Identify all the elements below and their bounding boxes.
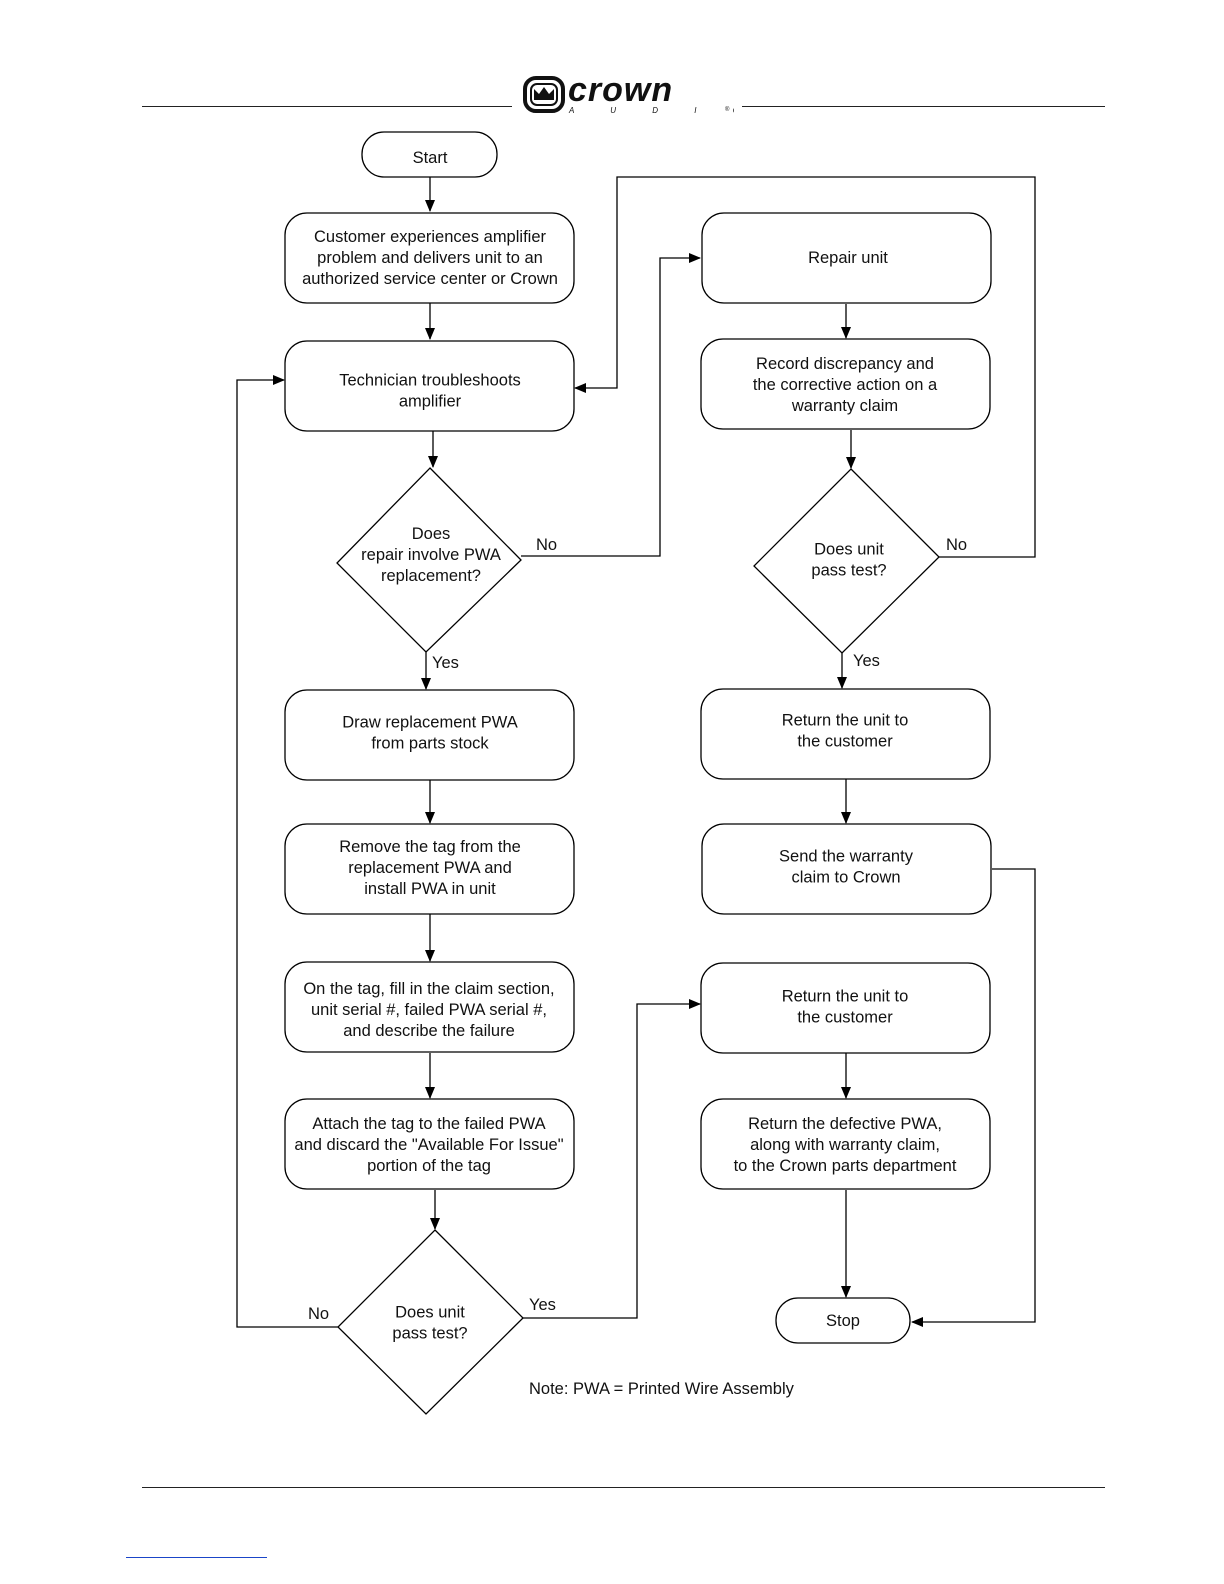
footnote: Note: PWA = Printed Wire Assembly (529, 1380, 795, 1398)
start-terminator (361, 131, 498, 178)
label-pwa-yes: Yes (432, 654, 459, 672)
repair-text-line: Repair unit (808, 249, 888, 267)
send-claim-text-line: claim to Crown (791, 869, 900, 887)
stop-terminator (775, 1297, 911, 1344)
edge-test-left-yes (523, 999, 701, 1319)
decision-test-left-text-line: pass test? (392, 1325, 467, 1343)
stop-text-line: Stop (826, 1312, 860, 1330)
send-claim-text-line: Send the warranty (779, 848, 914, 866)
send-claim-box (701, 823, 992, 915)
return1-text-line: the customer (797, 733, 893, 751)
label-pwa-no: No (536, 536, 557, 554)
decision-test-right-text-line: Does unit (814, 541, 884, 559)
repair-box (701, 212, 992, 304)
fill-tag-text-line: On the tag, fill in the claim section, (303, 980, 554, 998)
draw-text-line: from parts stock (371, 735, 489, 753)
decision-test-left-diamond (337, 1229, 524, 1415)
return2-text-line: the customer (797, 1009, 893, 1027)
edge-send-stop (911, 868, 1036, 1327)
remove-tag-text-line: Remove the tag from the (339, 838, 521, 856)
edge-test-right-no (574, 176, 1036, 558)
return-pwa-text-line: Return the defective PWA, (748, 1115, 942, 1133)
return1-text-line: Return the unit to (782, 712, 909, 730)
customer-box (284, 212, 575, 304)
fill-tag-box (284, 961, 575, 1053)
attach-tag-text-line: Attach the tag to the failed PWA (312, 1115, 545, 1133)
label-test-right-no: No (946, 536, 967, 554)
return-pwa-box (700, 1098, 991, 1190)
return-pwa-text-line: along with warranty claim, (750, 1136, 940, 1154)
record-box (700, 338, 991, 430)
remove-tag-text-line: replacement PWA and (348, 859, 512, 877)
return1-box (700, 688, 991, 780)
decision-pwa-text-line: repair involve PWA (361, 546, 501, 564)
logo-subtitle: A U D I O (568, 106, 734, 115)
attach-tag-text-line: portion of the tag (367, 1157, 491, 1175)
decision-pwa-text-line: replacement? (381, 567, 481, 585)
fill-tag-text-line: and describe the failure (343, 1022, 515, 1040)
footer-rule (142, 1487, 1105, 1488)
header-rule-left (142, 106, 512, 107)
decision-test-right-text-line: pass test? (811, 562, 886, 580)
technician-text-line: amplifier (399, 393, 462, 411)
record-text-line: Record discrepancy and (756, 355, 934, 373)
remove-tag-box (284, 823, 575, 915)
customer-text-line: Customer experiences amplifier (314, 228, 547, 246)
return-pwa-text-line: to the Crown parts department (734, 1157, 957, 1175)
decision-pwa-diamond (336, 467, 522, 653)
logo-wordmark: crown (568, 74, 673, 109)
label-test-right-yes: Yes (853, 652, 880, 670)
nodes (284, 131, 992, 1415)
return2-box (700, 962, 991, 1054)
technician-box (284, 340, 575, 432)
label-test-left-no: No (308, 1305, 329, 1323)
decision-test-left-text-line: Does unit (395, 1304, 465, 1322)
decision-test-right-diamond (753, 468, 940, 654)
label-test-left-yes: Yes (529, 1296, 556, 1314)
attach-tag-text-line: and discard the "Available For Issue" (294, 1136, 563, 1154)
draw-box (284, 689, 575, 781)
return2-text-line: Return the unit to (782, 988, 909, 1006)
technician-text-line: Technician troubleshoots (339, 372, 521, 390)
attach-tag-box (284, 1098, 575, 1190)
logo-reg-mark: ® (725, 106, 730, 113)
fill-tag-text-line: unit serial #, failed PWA serial #, (311, 1001, 547, 1019)
decision-pwa-text-line: Does (412, 525, 451, 543)
footer-link-underline (126, 1557, 267, 1558)
connectors (236, 176, 1036, 1328)
edge-labels: No Yes No Yes No Yes Note: PWA = Printed… (308, 536, 967, 1398)
edge-test-left-no (236, 375, 338, 1328)
edge-decision-no-repair (521, 253, 701, 557)
header-rule-right (742, 106, 1105, 107)
crown-audio-logo: crown A U D I O ® (523, 74, 734, 115)
remove-tag-text-line: install PWA in unit (364, 880, 496, 898)
customer-text-line: authorized service center or Crown (302, 270, 558, 288)
record-text-line: warranty claim (791, 397, 898, 415)
customer-text-line: problem and delivers unit to an (317, 249, 543, 267)
draw-text-line: Draw replacement PWA (342, 714, 517, 732)
record-text-line: the corrective action on a (753, 376, 938, 394)
start-text-line: Start (413, 149, 448, 167)
